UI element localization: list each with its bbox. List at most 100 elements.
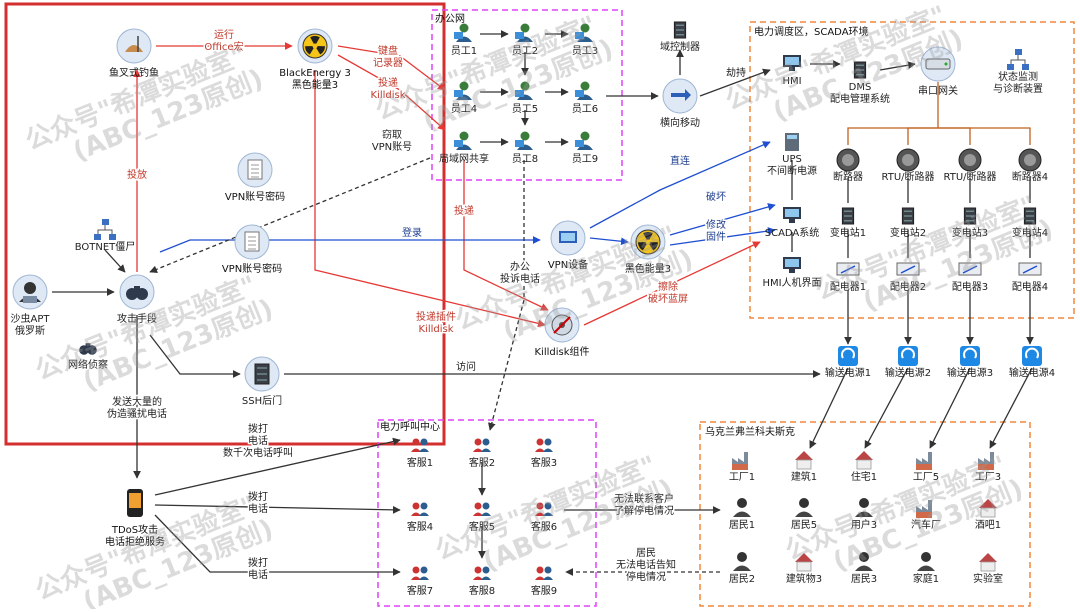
callcenter-region-box xyxy=(377,419,597,607)
node-label: 实验室 xyxy=(973,572,1003,585)
resident-icon xyxy=(855,498,873,517)
binoculars-icon xyxy=(119,274,155,310)
node-label: 居民2 xyxy=(729,573,755,585)
node-vpnpwd1: VPN账号密码 xyxy=(225,152,285,203)
node-st4: 变电站4 xyxy=(1012,207,1048,239)
server-icon xyxy=(1023,207,1037,225)
node-label: 配电器3 xyxy=(952,280,988,293)
person-icon xyxy=(515,131,533,150)
resident-icon xyxy=(795,498,813,517)
node-f1: 工厂1 xyxy=(729,452,755,483)
resident-icon xyxy=(733,498,751,517)
network-icon xyxy=(1007,49,1029,70)
pc-icon xyxy=(783,257,801,273)
node-label: 配电器4 xyxy=(1012,280,1048,293)
server-icon xyxy=(963,207,977,225)
switch-icon xyxy=(896,262,920,276)
node-label: 居民5 xyxy=(791,519,817,531)
node-label: 客服7 xyxy=(407,584,433,597)
node-lateral: 横向移动 xyxy=(660,78,700,129)
node-label: 输送电源3 xyxy=(947,366,993,379)
node-label: 居民1 xyxy=(729,519,755,531)
node-label: HMI人机界面 xyxy=(762,276,821,289)
edge-tp1 xyxy=(809,367,849,449)
node-e5: 员工5 xyxy=(512,81,538,115)
node-label: SSH后门 xyxy=(242,394,282,407)
scada-region-title: 电力调度区，SCADA环境 xyxy=(754,25,869,38)
node-c9: 客服9 xyxy=(531,566,557,597)
node-br3: RTU/断路器 xyxy=(943,148,997,183)
edge-label-deliver: 投放 xyxy=(127,168,147,181)
node-c1: 客服1 xyxy=(407,438,433,469)
killdisk-icon xyxy=(544,307,580,343)
watermark-layer: 公众号"希潭实验室"(ABC_123原创) 公众号"希潭实验室"(ABC_123原… xyxy=(21,0,1058,613)
group-icon xyxy=(411,502,429,516)
node-r5: 居民5 xyxy=(791,498,817,531)
edge-tp2 xyxy=(864,367,909,449)
node-c8: 客服8 xyxy=(469,566,495,597)
watermark-text: 公众号"希潭实验室"(ABC_123原创) xyxy=(31,487,278,609)
watermark-text: 公众号"希潭实验室"(ABC_123原创) xyxy=(31,267,278,412)
node-ssh: SSH后门 xyxy=(242,356,282,407)
power-icon xyxy=(1022,346,1042,366)
person-icon xyxy=(575,23,593,42)
node-label: 客服1 xyxy=(407,456,433,469)
edge-vpn-login xyxy=(159,236,541,253)
server-icon xyxy=(901,207,915,225)
scada-region-box xyxy=(749,21,1075,319)
breaker-icon xyxy=(836,148,860,172)
node-e4: 员工4 xyxy=(451,81,477,115)
node-label: 建筑1 xyxy=(791,470,817,483)
person-icon xyxy=(515,81,533,100)
node-tp4: 输送电源4 xyxy=(1009,346,1055,379)
node-h1: 住宅1 xyxy=(851,451,877,483)
switch-icon xyxy=(836,262,860,276)
radiation-icon xyxy=(297,28,333,64)
edge-be3-office xyxy=(337,45,446,91)
house-icon xyxy=(795,553,813,572)
edge-destroy xyxy=(669,203,776,236)
ukraine-region-box xyxy=(699,421,1031,607)
edge-direct xyxy=(589,141,771,229)
edge-vpndev-be3 xyxy=(589,237,629,246)
phone-icon xyxy=(127,489,143,517)
edge-gw-br2 xyxy=(938,127,1031,145)
edge-label-login: 登录 xyxy=(402,226,422,239)
node-e3: 员工3 xyxy=(572,23,598,57)
server-icon xyxy=(673,21,687,39)
node-label: 员工1 xyxy=(451,45,477,57)
node-label: 客服5 xyxy=(469,520,495,533)
node-tp1: 输送电源1 xyxy=(825,346,871,379)
node-label: 员工9 xyxy=(572,153,598,165)
edge-label-deliver2: 投递 xyxy=(454,204,474,217)
edge-label-dial2: 拨打电话 xyxy=(248,490,268,515)
node-label: 工厂5 xyxy=(913,472,939,483)
node-st3: 变电站3 xyxy=(952,207,988,239)
lateral-icon xyxy=(662,78,698,114)
node-lanshare: 局域网共享 xyxy=(439,131,489,165)
node-u3: 用户3 xyxy=(851,498,877,531)
node-label: 客服8 xyxy=(469,584,495,597)
factory-icon xyxy=(916,500,932,518)
document-icon xyxy=(234,224,270,260)
node-tdos: TDoS攻击电话拒绝服务 xyxy=(105,489,165,548)
node-label: 网络侦察 xyxy=(68,358,108,371)
breaker-icon xyxy=(958,148,982,172)
breaker-icon xyxy=(896,148,920,172)
node-label: 配电器2 xyxy=(890,280,926,293)
node-label: 变电站4 xyxy=(1012,226,1048,239)
edge-gw-bus xyxy=(847,82,939,145)
house-icon xyxy=(795,451,813,470)
node-label: 鱼叉式钓鱼 xyxy=(109,66,159,79)
node-label: 输送电源4 xyxy=(1009,366,1055,379)
group-icon xyxy=(411,438,429,452)
node-label: VPN设备 xyxy=(548,258,588,271)
edge-tp4 xyxy=(989,367,1033,449)
node-label: 输送电源2 xyxy=(885,366,931,379)
ups-icon xyxy=(785,133,799,151)
